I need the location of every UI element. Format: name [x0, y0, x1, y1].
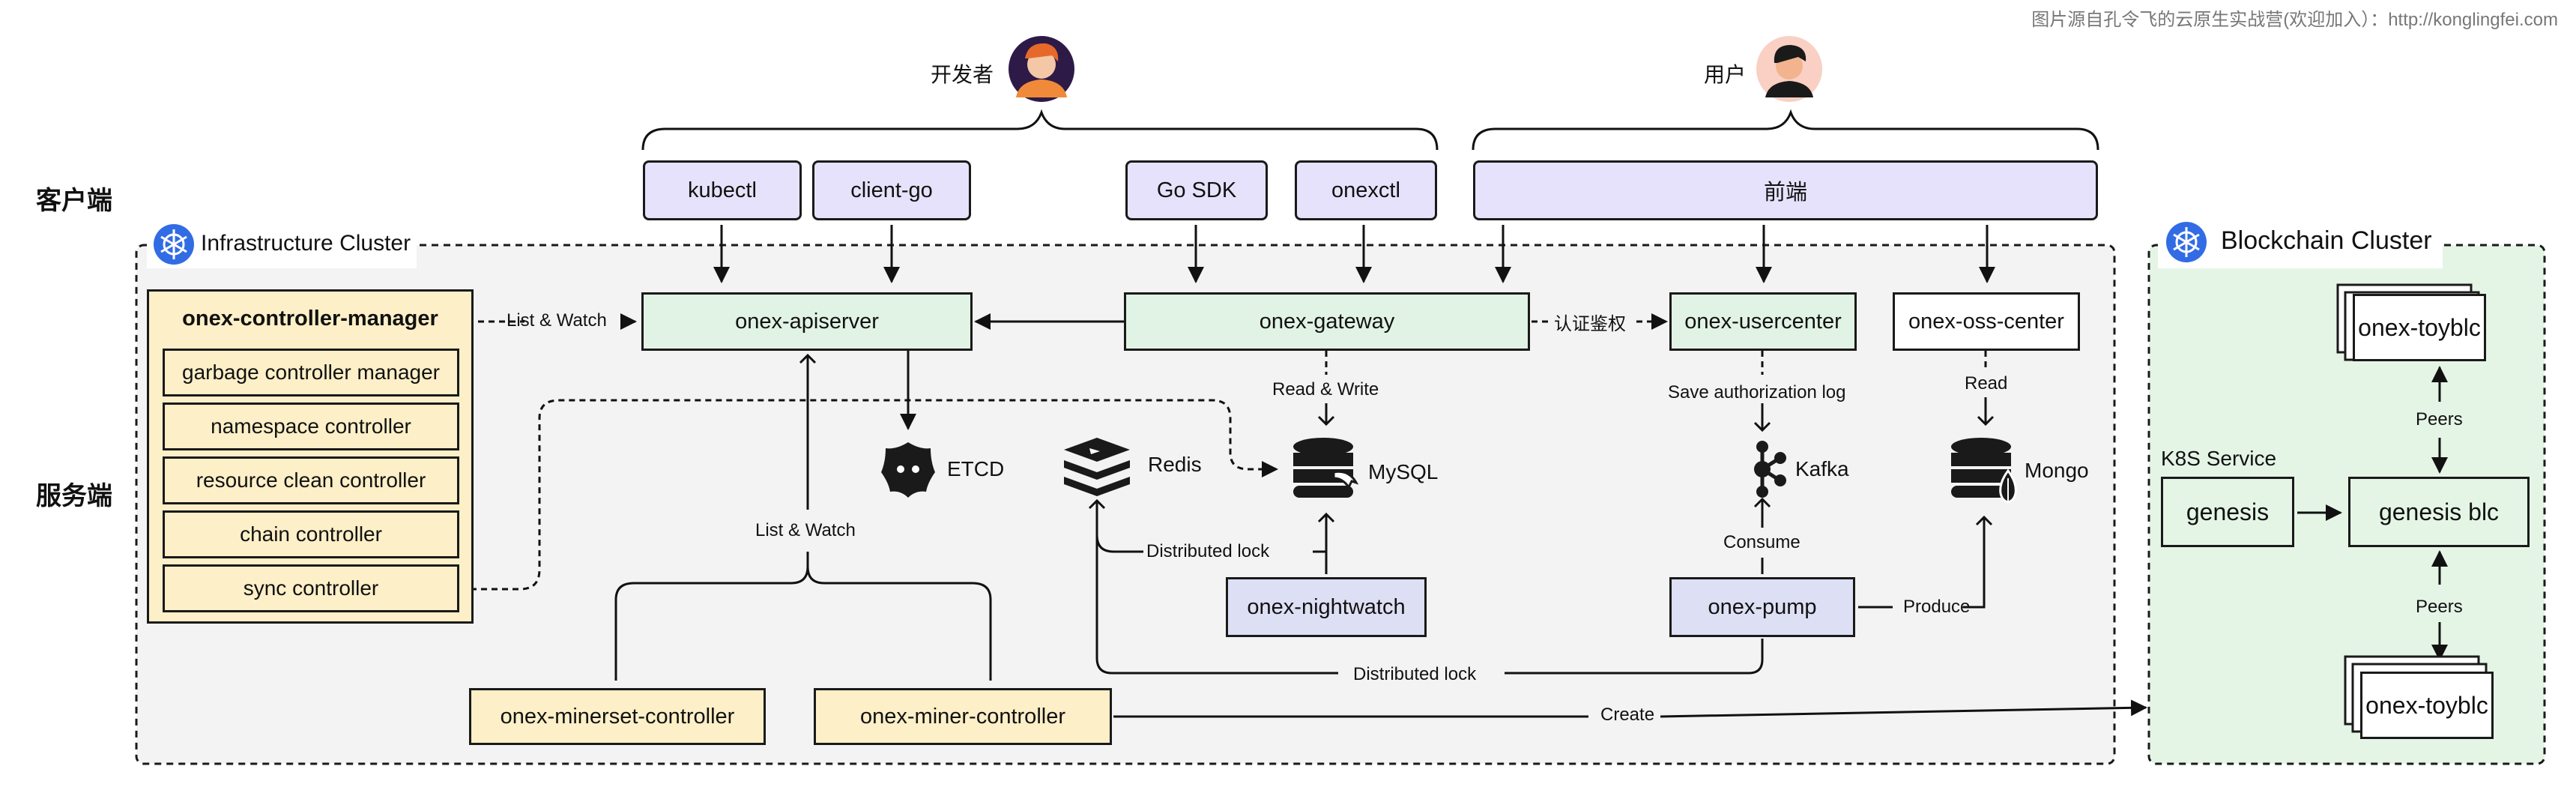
- etcd-icon: [881, 442, 935, 498]
- edge-label-distributed-lock-2: Distributed lock: [1353, 664, 1477, 684]
- resource-clean-controller[interactable]: resource clean controller: [163, 456, 459, 504]
- go-sdk-client[interactable]: Go SDK: [1125, 160, 1268, 220]
- blockchain-cluster-title: Blockchain Cluster: [2221, 226, 2432, 255]
- controller-manager-panel: onex-controller-manager garbage controll…: [147, 289, 474, 624]
- developer-avatar-icon: [1009, 36, 1074, 102]
- mysql-label: MySQL: [1368, 460, 1439, 483]
- genesis-blc[interactable]: genesis blc: [2348, 477, 2530, 547]
- onexctl-client[interactable]: onexctl: [1295, 160, 1437, 220]
- genesis-service[interactable]: genesis: [2161, 477, 2294, 547]
- edge-label-read: Read: [1965, 373, 2008, 394]
- user-label: 用户: [1704, 63, 1747, 86]
- user-avatar-icon: [1756, 36, 1822, 102]
- kubernetes-wheel-icon: [2165, 220, 2208, 264]
- mongo-database-icon: [1951, 438, 2017, 504]
- edge-label-peers-bottom: Peers: [2416, 597, 2463, 617]
- mongo-label: Mongo: [2025, 459, 2089, 482]
- edge-label-peers-top: Peers: [2416, 409, 2463, 429]
- edge-label-create: Create: [1600, 705, 1655, 725]
- onex-toyblc-top[interactable]: onex-toyblc: [2353, 294, 2486, 361]
- onex-toyblc-bottom[interactable]: onex-toyblc: [2360, 672, 2494, 739]
- redis-icon: [1064, 438, 1130, 496]
- server-section-label: 服务端: [36, 482, 112, 510]
- onex-pump[interactable]: onex-pump: [1669, 577, 1855, 637]
- namespace-controller[interactable]: namespace controller: [163, 402, 459, 450]
- redis-label: Redis: [1148, 453, 1202, 476]
- edge-label-produce: Produce: [1903, 597, 1971, 617]
- infrastructure-cluster-container: [135, 244, 2116, 765]
- edge-label-distributed-lock-1: Distributed lock: [1146, 541, 1270, 561]
- client-section-label: 客户端: [36, 187, 112, 215]
- onex-nightwatch[interactable]: onex-nightwatch: [1226, 577, 1427, 637]
- edge-label-list-watch-miner: List & Watch: [755, 520, 856, 540]
- kubectl-client[interactable]: kubectl: [643, 160, 802, 220]
- onex-usercenter[interactable]: onex-usercenter: [1669, 292, 1857, 351]
- frontend-client[interactable]: 前端: [1473, 160, 2098, 220]
- edge-label-save-auth-log: Save authorization log: [1668, 382, 1846, 402]
- onex-minerset-controller[interactable]: onex-minerset-controller: [469, 688, 766, 745]
- onex-apiserver[interactable]: onex-apiserver: [641, 292, 973, 351]
- developer-brace: [641, 109, 1439, 151]
- sync-controller[interactable]: sync controller: [163, 564, 459, 612]
- infrastructure-cluster-title: Infrastructure Cluster: [201, 231, 411, 256]
- onex-oss-center[interactable]: onex-oss-center: [1893, 292, 2080, 351]
- kafka-label: Kafka: [1795, 457, 1849, 480]
- edge-label-auth: 认证鉴权: [1554, 314, 1626, 334]
- mysql-database-icon: [1293, 438, 1359, 498]
- chain-controller[interactable]: chain controller: [163, 510, 459, 558]
- edge-label-list-watch-cm: List & Watch: [507, 310, 607, 331]
- kubernetes-wheel-icon: [152, 223, 196, 266]
- client-go-client[interactable]: client-go: [812, 160, 971, 220]
- etcd-label: ETCD: [947, 457, 1005, 480]
- kafka-icon: [1754, 441, 1786, 498]
- onex-gateway[interactable]: onex-gateway: [1124, 292, 1530, 351]
- edge-label-consume: Consume: [1723, 532, 1801, 552]
- developer-label: 开发者: [931, 63, 994, 86]
- edge-label-read-write: Read & Write: [1272, 379, 1379, 400]
- user-brace: [1472, 109, 2099, 151]
- k8s-service-label: K8S Service: [2161, 447, 2277, 470]
- garbage-controller-manager[interactable]: garbage controller manager: [163, 349, 459, 397]
- controller-manager-title: onex-controller-manager: [182, 307, 438, 331]
- watermark: 图片源自孔令飞的云原生实战营(欢迎加入）：http://konglingfei.…: [2031, 10, 2558, 30]
- onex-miner-controller[interactable]: onex-miner-controller: [814, 688, 1112, 745]
